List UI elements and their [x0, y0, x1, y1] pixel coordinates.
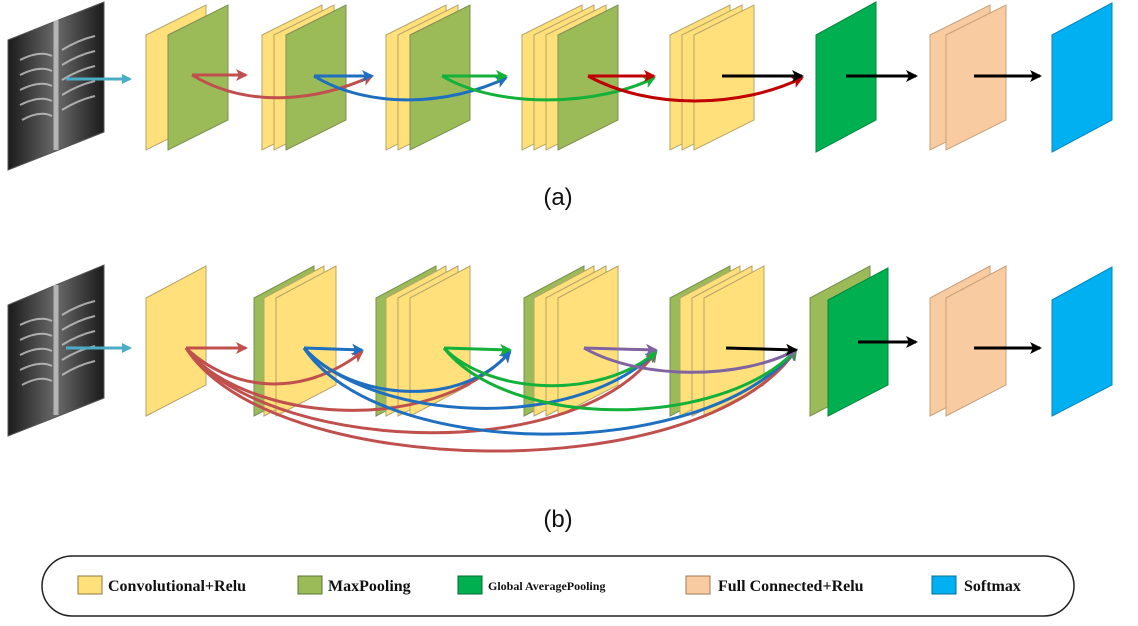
conv-layer — [145, 265, 207, 417]
chest-xray-icon — [7, 264, 105, 437]
conv-layer — [409, 265, 471, 417]
legend-label-maxpool: MaxPooling — [328, 578, 411, 595]
legend-item-fc: Full Connected+Relu — [685, 575, 864, 595]
legend-item-global-avgpool: Global AveragePooling — [457, 575, 605, 595]
legend-item-maxpool: MaxPooling — [297, 575, 411, 595]
maxpool-layer — [409, 4, 471, 151]
softmax-layer — [1051, 266, 1113, 417]
conv-layer — [275, 265, 337, 417]
panel-a-label: (a) — [543, 184, 572, 211]
panel-a: (a) — [7, 1, 1113, 211]
legend-item-conv: Convolutional+Relu — [77, 575, 246, 595]
panel-b: (b) — [7, 264, 1113, 533]
legend: Convolutional+Relu MaxPooling Global Ave… — [41, 555, 1075, 617]
legend-label-global-avgpool: Global AveragePooling — [488, 579, 605, 593]
legend-item-softmax: Softmax — [931, 575, 1021, 595]
chest-xray-icon — [7, 1, 105, 171]
legend-label-fc: Full Connected+Relu — [718, 578, 864, 595]
legend-label-softmax: Softmax — [964, 578, 1021, 595]
softmax-layer — [1051, 2, 1113, 153]
fc-layer — [945, 265, 1007, 417]
legend-label-conv: Convolutional+Relu — [108, 578, 246, 595]
panel-b-label: (b) — [543, 506, 572, 533]
